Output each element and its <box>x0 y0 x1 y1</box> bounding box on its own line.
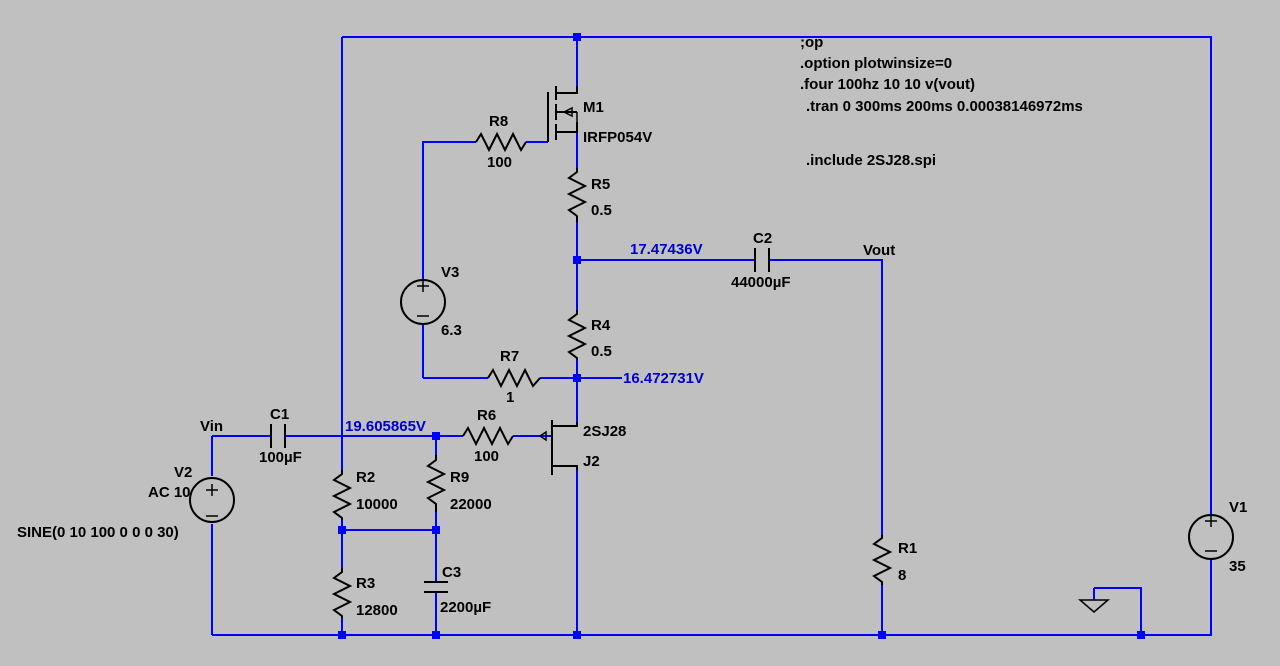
node-voltage-gate: 19.605865V <box>345 418 426 435</box>
voltage-source-v1[interactable] <box>1188 514 1234 560</box>
v3-name: V3 <box>441 264 459 281</box>
v1-value: 35 <box>1229 558 1246 575</box>
m1-name: M1 <box>583 99 604 116</box>
capacitor-c3[interactable] <box>424 581 448 593</box>
resistor-r6[interactable] <box>462 425 514 447</box>
m1-model: IRFP054V <box>583 129 652 146</box>
wire-v3-top <box>422 141 476 280</box>
r8-value: 100 <box>487 154 512 171</box>
c2-value: 44000µF <box>731 274 791 291</box>
directive-four[interactable]: .four 100hz 10 10 v(vout) <box>800 76 975 93</box>
c3-name: C3 <box>442 564 461 581</box>
node-voltage-source: 16.472731V <box>623 370 704 387</box>
node-voltage-output: 17.47436V <box>630 241 703 258</box>
junction-top <box>573 33 581 41</box>
wire-ground-symbol <box>1094 587 1142 635</box>
junction-output <box>573 256 581 264</box>
r5-value: 0.5 <box>591 202 612 219</box>
mosfet-m1[interactable] <box>547 86 578 142</box>
r5-name: R5 <box>591 176 610 193</box>
junction-gnd-r1 <box>878 631 886 639</box>
voltage-source-v2[interactable] <box>189 477 235 523</box>
r1-value: 8 <box>898 567 906 584</box>
r9-name: R9 <box>450 469 469 486</box>
directive-tran[interactable]: .tran 0 300ms 200ms 0.00038146972ms <box>806 98 1083 115</box>
r2-value: 10000 <box>356 496 398 513</box>
r3-name: R3 <box>356 575 375 592</box>
v1-name: V1 <box>1229 499 1247 516</box>
r1-name: R1 <box>898 540 917 557</box>
junction-bias-left <box>338 526 346 534</box>
junctions <box>338 33 1145 639</box>
directive-include[interactable]: .include 2SJ28.spi <box>806 152 936 169</box>
j2-name: J2 <box>583 453 600 470</box>
junction-source <box>573 374 581 382</box>
junction-gnd-c3 <box>432 631 440 639</box>
resistor-r1[interactable] <box>871 535 893 585</box>
r4-name: R4 <box>591 317 611 334</box>
c2-name: C2 <box>753 230 772 247</box>
directive-op[interactable]: ;op <box>800 34 823 51</box>
wire-vout <box>769 259 883 535</box>
junction-gate <box>432 432 440 440</box>
resistor-r7[interactable] <box>487 367 541 389</box>
resistor-r2[interactable] <box>331 470 353 520</box>
resistor-r3[interactable] <box>331 568 353 618</box>
net-vout-label: Vout <box>863 242 895 259</box>
v2-value: SINE(0 10 100 0 0 0 30) <box>17 524 179 541</box>
r7-name: R7 <box>500 348 519 365</box>
junction-gnd-j2 <box>573 631 581 639</box>
jfet-j2[interactable] <box>538 420 578 475</box>
net-vin-label: Vin <box>200 418 223 435</box>
resistor-r8[interactable] <box>475 131 527 153</box>
c1-value: 100µF <box>259 449 302 466</box>
c1-name: C1 <box>270 406 289 423</box>
capacitor-c1[interactable] <box>270 424 286 448</box>
c3-value: 2200µF <box>440 599 491 616</box>
r7-value: 1 <box>506 389 514 406</box>
capacitor-c2[interactable] <box>754 248 770 272</box>
r6-value: 100 <box>474 448 499 465</box>
ground-icon[interactable] <box>1077 599 1111 613</box>
resistor-r5[interactable] <box>566 168 588 222</box>
resistor-r9[interactable] <box>425 455 447 512</box>
wire-top-rail <box>342 36 1212 515</box>
voltage-source-v3[interactable] <box>400 279 446 325</box>
junction-bias-right <box>432 526 440 534</box>
r9-value: 22000 <box>450 496 492 513</box>
wire-ground-rail <box>212 560 1212 636</box>
r4-value: 0.5 <box>591 343 612 360</box>
junction-gnd-r3 <box>338 631 346 639</box>
r6-name: R6 <box>477 407 496 424</box>
r8-name: R8 <box>489 113 508 130</box>
v2-name: V2 <box>174 464 192 481</box>
junction-gnd-symbol <box>1137 631 1145 639</box>
v2-ac: AC 10 <box>148 484 191 501</box>
j2-model: 2SJ28 <box>583 423 626 440</box>
resistor-r4[interactable] <box>566 310 588 360</box>
wires <box>211 36 1212 636</box>
r3-value: 12800 <box>356 602 398 619</box>
v3-value: 6.3 <box>441 322 462 339</box>
r2-name: R2 <box>356 469 375 486</box>
directive-plotwinsize[interactable]: .option plotwinsize=0 <box>800 55 952 72</box>
